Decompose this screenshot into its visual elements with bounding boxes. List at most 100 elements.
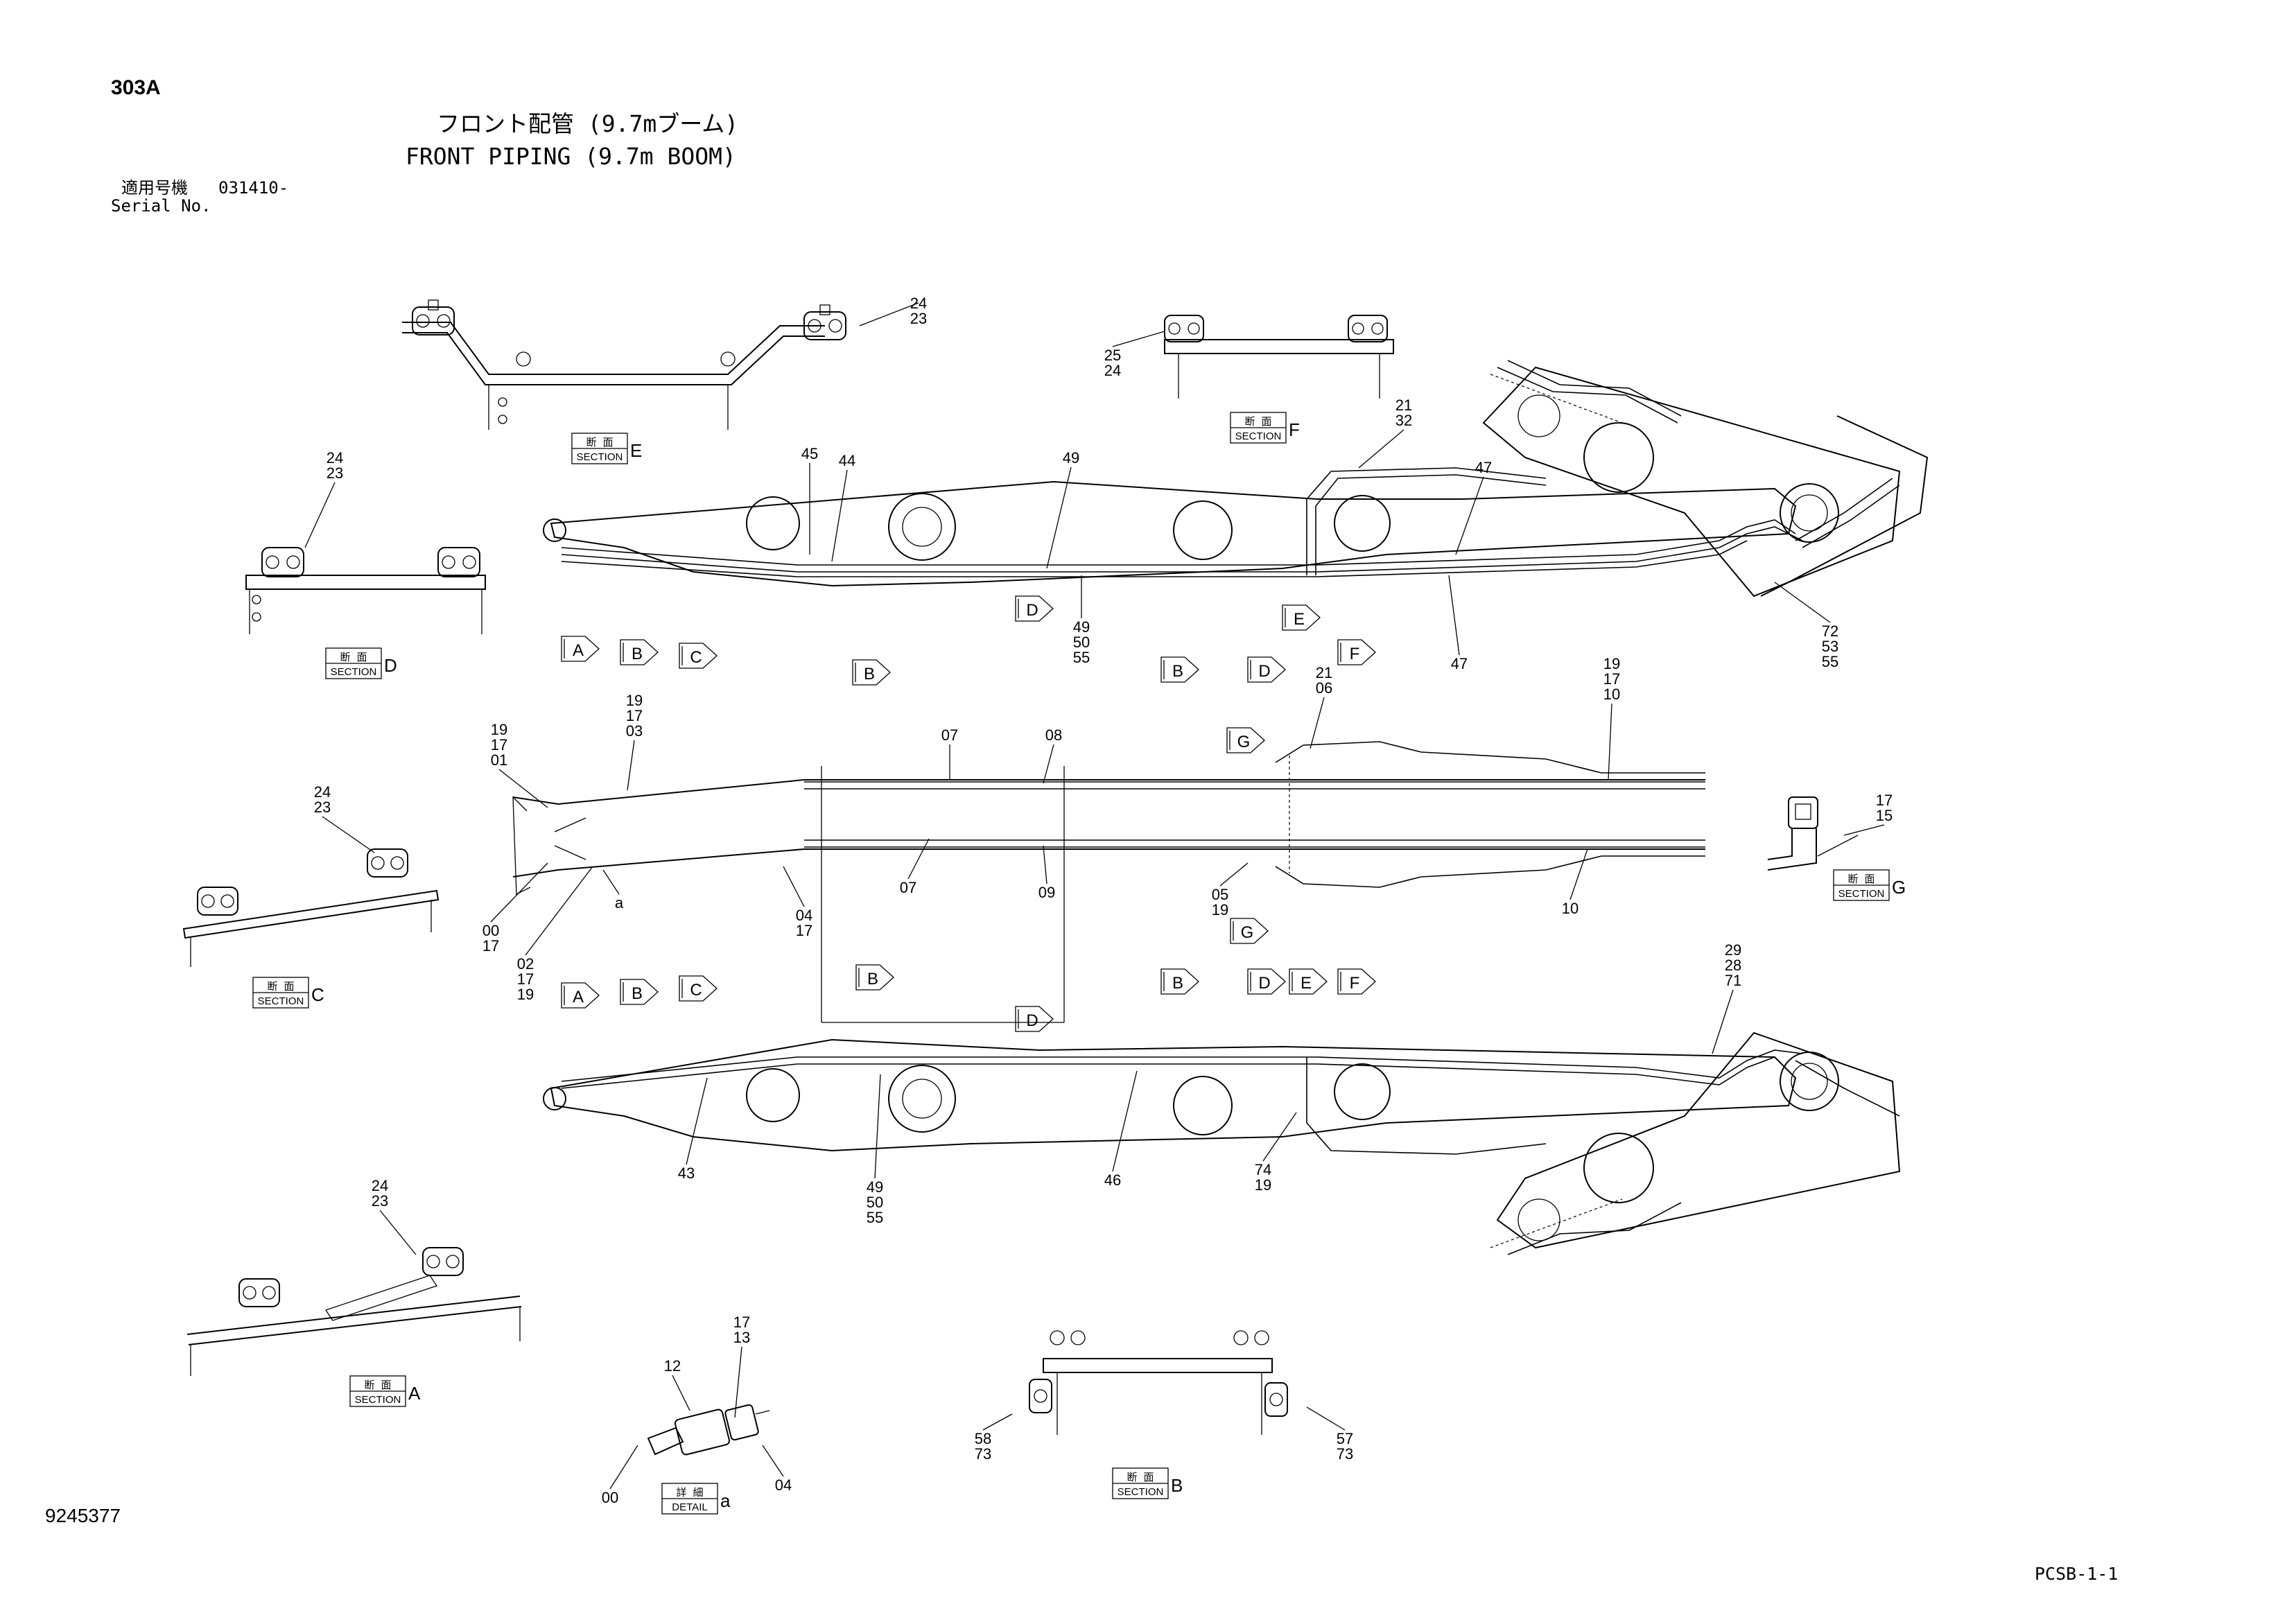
section-marker-letter: B xyxy=(867,970,878,988)
section-marker-c: C xyxy=(679,975,718,1002)
part-number: 17 xyxy=(517,970,534,988)
part-label-12: 12 xyxy=(664,1357,690,1411)
part-number: 71 xyxy=(1725,972,1741,989)
leader-line xyxy=(982,1413,1013,1431)
section-marker-letter: G xyxy=(1241,923,1254,942)
part-number: 73 xyxy=(1337,1445,1353,1463)
section-g-view xyxy=(1767,796,1859,871)
page-code: 303A xyxy=(111,76,161,99)
part-number: 25 xyxy=(1104,347,1121,364)
section-marker-c: C xyxy=(679,643,718,669)
part-number: 17 xyxy=(796,922,812,939)
leader-line xyxy=(1569,848,1588,900)
part-number: 44 xyxy=(839,452,855,469)
section-marker-letter: D xyxy=(1258,662,1270,681)
part-number: 47 xyxy=(1475,459,1492,476)
clamp-icon xyxy=(803,304,846,340)
title-english: FRONT PIPING (9.7m BOOM) xyxy=(406,143,736,170)
section-marker-b: B xyxy=(1160,968,1199,995)
part-number: 17 xyxy=(1603,670,1620,688)
part-number: 49 xyxy=(867,1178,883,1196)
section-marker-letter: B xyxy=(864,665,875,683)
part-number: 08 xyxy=(1045,726,1062,744)
part-label-44: 44 xyxy=(831,452,855,562)
part-number: 23 xyxy=(910,310,927,327)
leader-line xyxy=(1774,582,1831,623)
section-marker-letter: D xyxy=(1026,601,1038,620)
sheet-reference: PCSB-1-1 xyxy=(2035,1564,2118,1584)
section-marker-d: D xyxy=(1015,1006,1054,1032)
part-label-04: 04 xyxy=(762,1445,792,1494)
leader-line xyxy=(783,866,805,907)
clamp-icon xyxy=(261,547,304,577)
part-number: 43 xyxy=(678,1165,695,1182)
part-number: 21 xyxy=(1316,664,1332,681)
section-label-en: SECTION xyxy=(1117,1486,1164,1498)
leader-line xyxy=(627,740,635,791)
section-marker-letter: B xyxy=(632,984,643,1003)
part-number: 19 xyxy=(1255,1176,1271,1194)
part-label-00: 00 xyxy=(602,1445,638,1506)
part-number: 10 xyxy=(1562,900,1578,917)
leader-line xyxy=(762,1445,784,1477)
section-marker-letter: D xyxy=(1258,974,1270,993)
section-marker-letter: E xyxy=(1301,974,1312,993)
serial-label-english: Serial No. xyxy=(111,196,211,216)
part-number: 32 xyxy=(1395,412,1412,429)
part-label-07: 07 xyxy=(941,726,958,780)
section-marker-letter: C xyxy=(690,648,702,667)
section-marker-a: A xyxy=(561,982,600,1009)
section-marker-e: E xyxy=(1282,604,1321,631)
clamp-icon xyxy=(1164,315,1204,342)
part-number: 00 xyxy=(482,922,499,939)
section-marker-letter: A xyxy=(573,641,584,660)
part-number: 19 xyxy=(626,692,643,709)
part-number: 53 xyxy=(1822,638,1838,655)
leader-line xyxy=(1046,466,1072,569)
section-label-letter: E xyxy=(630,440,642,461)
section-a-view xyxy=(186,1247,522,1376)
leader-line xyxy=(322,816,375,853)
section-label-letter: A xyxy=(408,1383,421,1404)
leader-line xyxy=(907,838,930,880)
leader-line xyxy=(304,482,336,548)
boom-top-view-middle xyxy=(512,741,1705,1023)
part-number: 17 xyxy=(733,1314,750,1331)
part-number: 04 xyxy=(775,1476,792,1494)
section-marker-letter: C xyxy=(690,981,702,1000)
section-marker-letter: B xyxy=(632,645,643,663)
part-number: 05 xyxy=(1212,886,1228,903)
part-number: 47 xyxy=(1451,655,1468,672)
clamp-icon xyxy=(367,848,408,878)
section-marker-d: D xyxy=(1247,656,1286,683)
part-label-07: 07 xyxy=(900,838,930,896)
title-japanese: フロント配管 (9.7mブーム) xyxy=(437,110,738,137)
section-b-view xyxy=(1029,1330,1288,1435)
section-marker-a: A xyxy=(561,636,600,662)
section-label-jp: 詳 細 xyxy=(676,1486,703,1499)
part-number: 19 xyxy=(491,721,507,738)
part-label-a: a xyxy=(602,869,624,912)
clamp-icon xyxy=(1264,1382,1288,1417)
clamp-icon xyxy=(422,1247,464,1276)
part-label-43: 43 xyxy=(678,1077,708,1182)
part-number: a xyxy=(615,894,624,912)
